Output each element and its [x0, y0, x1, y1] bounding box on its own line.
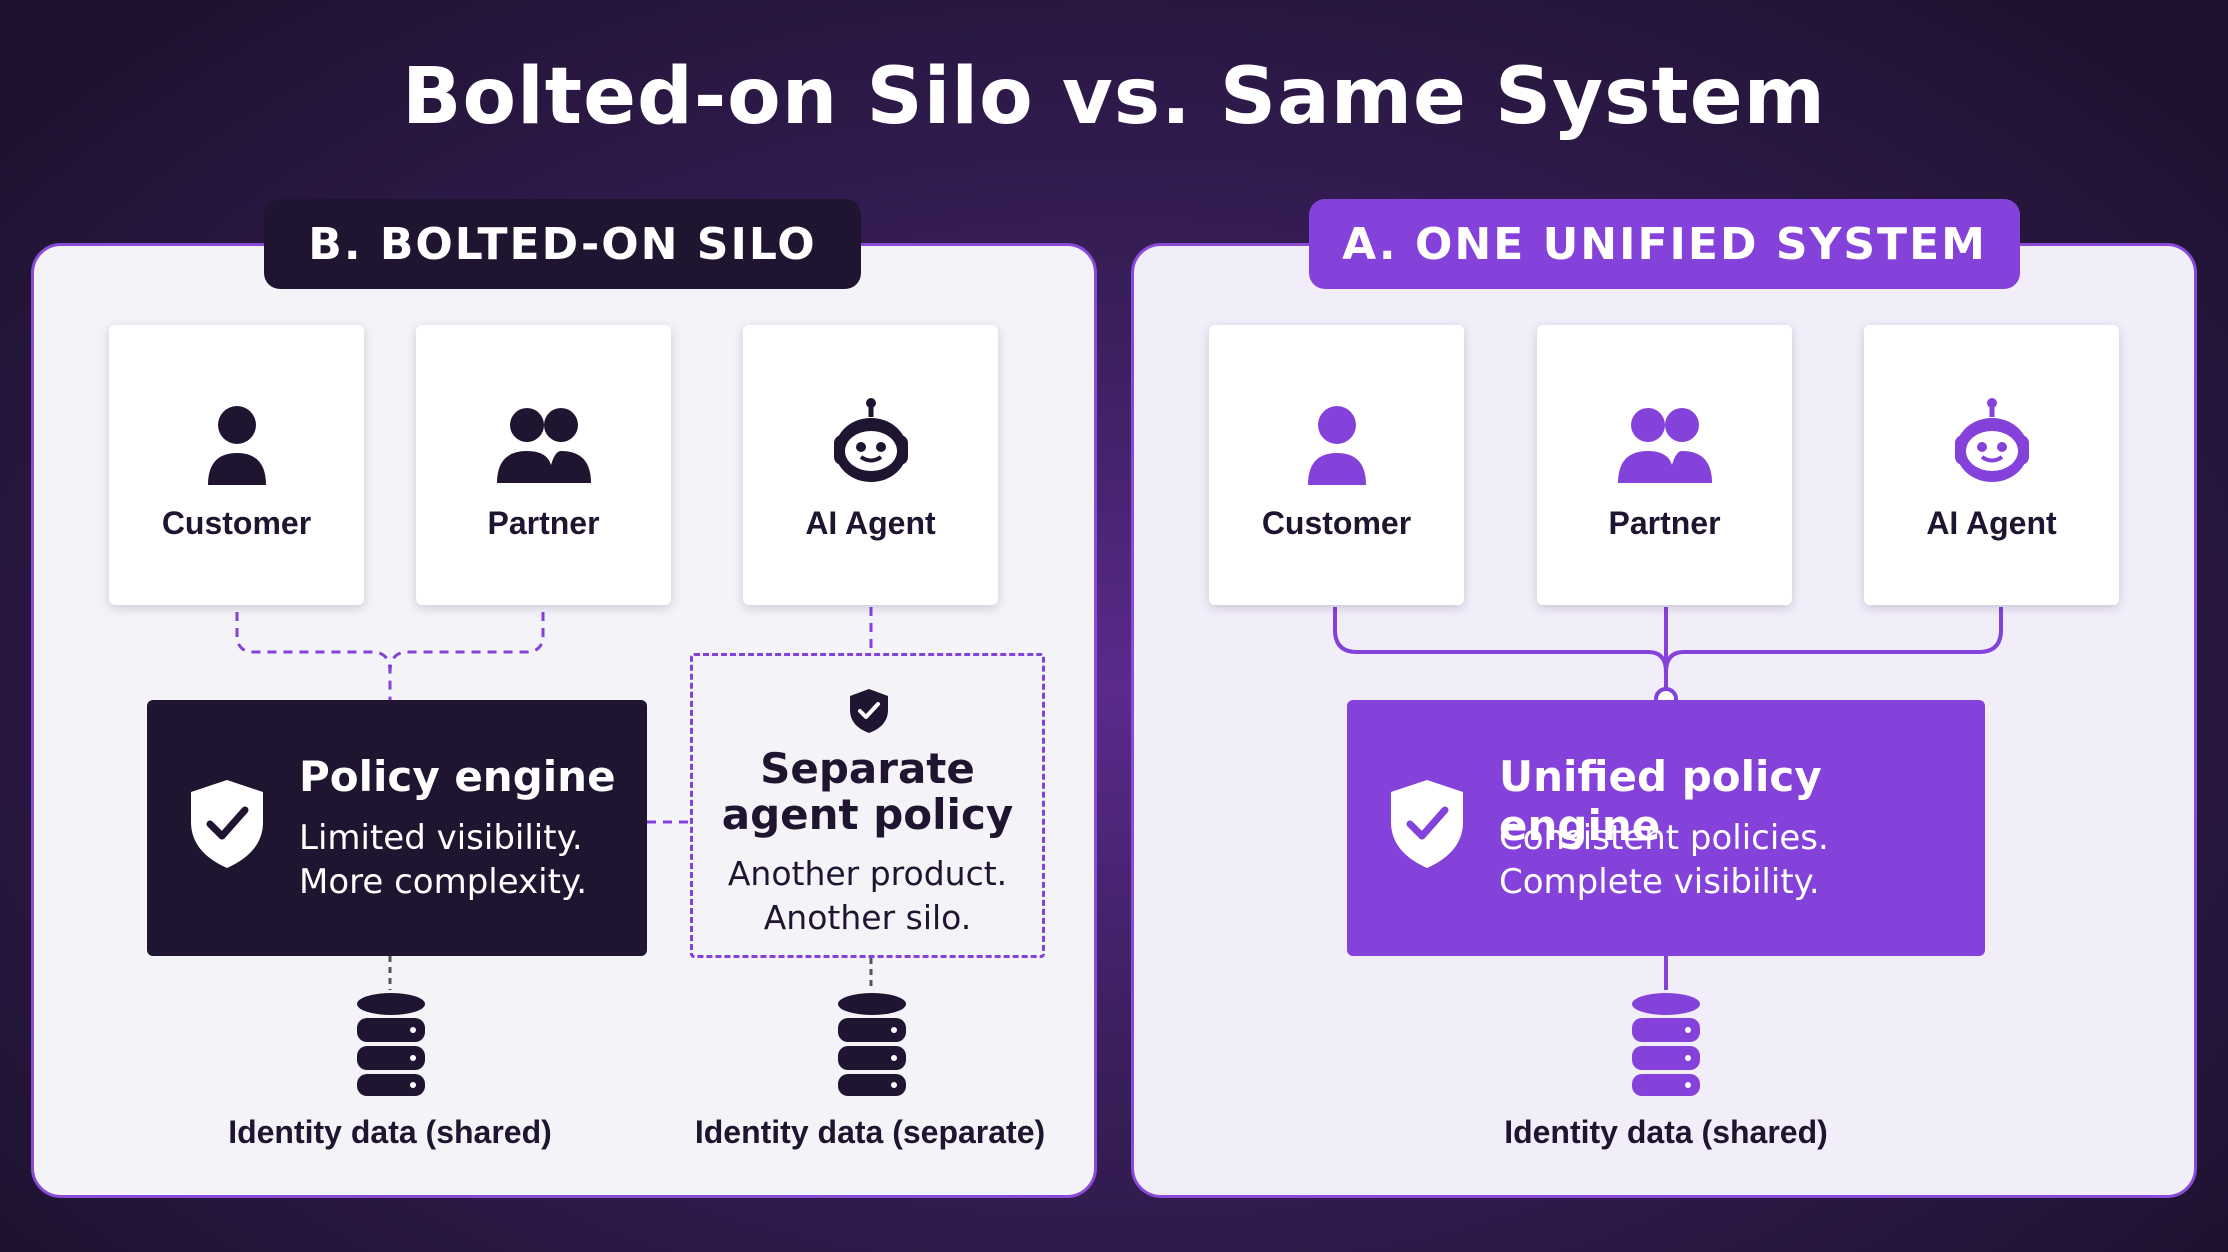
card-label: AI Agent [805, 505, 936, 541]
two-people-icon [1617, 408, 1712, 483]
card-label: Customer [1261, 505, 1412, 541]
database-icon [357, 993, 425, 1096]
card-ai-agent-right: AI Agent [1864, 325, 2119, 605]
shield-check-icon [191, 780, 263, 868]
separate-policy-title: Separate agent policy [693, 746, 1042, 838]
separate-policy-subtitle: Another product. Another silo. [693, 852, 1042, 940]
card-label: Partner [1608, 505, 1721, 541]
separate-policy-title-line-1: Separate [760, 744, 975, 793]
robot-icon [1954, 398, 2029, 482]
db-label-shared-left: Identity data (shared) [228, 1114, 552, 1150]
db-label-shared-right: Identity data (shared) [1504, 1114, 1828, 1150]
db-label-separate: Identity data (separate) [694, 1114, 1046, 1150]
card-partner-left: Partner [416, 325, 671, 605]
engine-title: Policy engine [299, 752, 616, 801]
engine-line-2: More complexity. [299, 862, 588, 902]
card-customer-left: Customer [109, 325, 364, 605]
person-icon [207, 406, 266, 485]
card-label: Customer [161, 505, 312, 541]
separate-policy-line-2: Another silo. [763, 898, 972, 937]
separate-policy-title-line-2: agent policy [721, 790, 1014, 839]
engine-title: Unified policy engine [1499, 752, 1822, 850]
shield-check-icon [850, 689, 888, 733]
two-people-icon [496, 408, 591, 483]
tab-one-unified-system: A. ONE UNIFIED SYSTEM [1309, 199, 2020, 289]
card-label: Partner [487, 505, 600, 541]
card-partner-right: Partner [1537, 325, 1792, 605]
policy-engine-box: Policy engine Limited visibility. More c… [147, 700, 647, 956]
database-icon [838, 993, 906, 1096]
tab-bolted-on-silo: B. BOLTED-ON SILO [264, 199, 861, 289]
unified-policy-engine-box: Unified policy engine Consistent policie… [1347, 700, 1985, 956]
card-customer-right: Customer [1209, 325, 1464, 605]
engine-line-2: Complete visibility. [1499, 862, 1820, 902]
robot-icon [833, 398, 908, 482]
card-ai-agent-left: AI Agent [743, 325, 998, 605]
person-icon [1307, 406, 1366, 485]
separate-policy-line-1: Another product. [727, 854, 1008, 893]
engine-line-1: Limited visibility. [299, 818, 583, 858]
engine-line-1: Consistent policies. [1499, 818, 1829, 858]
separate-agent-policy-box: Separate agent policy Another product. A… [690, 653, 1045, 958]
shield-check-icon [1391, 780, 1463, 868]
database-icon [1632, 993, 1700, 1096]
page-title: Bolted-on Silo vs. Same System [402, 52, 1826, 142]
card-label: AI Agent [1926, 505, 2057, 541]
